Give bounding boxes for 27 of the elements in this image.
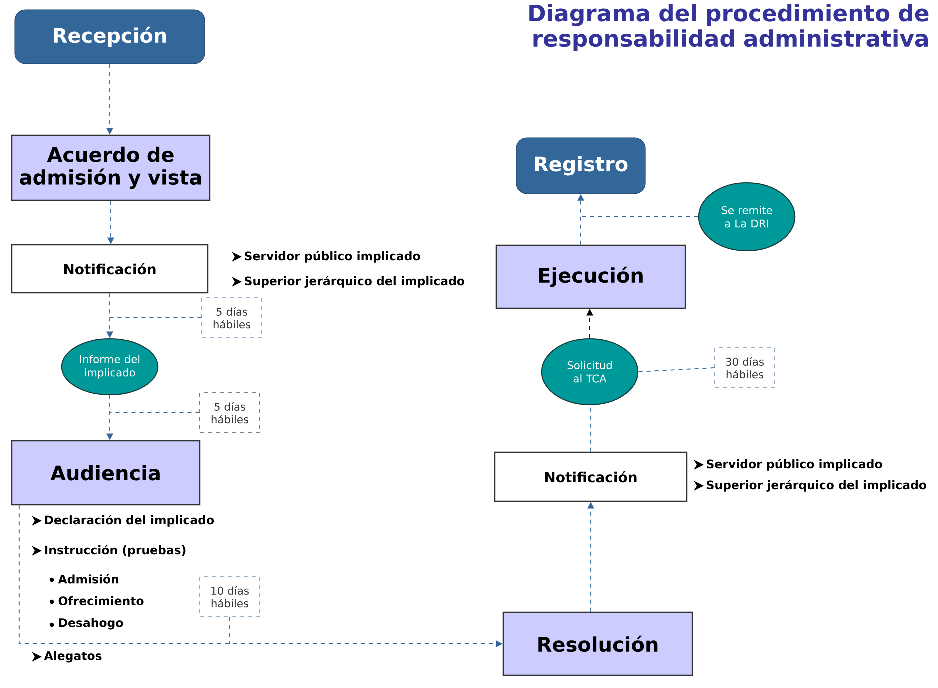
process-box: Resolución (502, 612, 694, 676)
leader-line (638, 368, 716, 372)
note-box: 30 días hábiles (714, 348, 776, 388)
list-item: Servidor público implicado (694, 459, 882, 471)
list-item: Servidor público implicado (232, 251, 420, 263)
list-item: Alegatos (32, 651, 102, 663)
list-item: Desahogo (50, 618, 124, 630)
list-item: Superior jerárquico del implicado (694, 480, 926, 492)
process-box: Ejecución (496, 244, 686, 310)
note-box: 10 días hábiles (200, 576, 260, 618)
connector-line (590, 405, 592, 452)
leader-line (580, 216, 699, 218)
process-box: Notificación (11, 244, 209, 294)
list-item: Superior jerárquico del implicado (232, 276, 464, 288)
list-item: Admisión (50, 574, 119, 584)
title: Diagrama del procedimiento de responsabilidad administrativa (530, 4, 929, 52)
list-item: Declaración del implicado (32, 515, 214, 527)
note-box: 5 días hábiles (200, 392, 260, 434)
terminal-box: Registro (516, 138, 646, 194)
process-box: Acuerdo de admisión y vista (11, 134, 211, 202)
note-box: 5 días hábiles (202, 298, 262, 338)
process-box: Notificación (494, 452, 688, 502)
list-item: Ofrecimiento (50, 596, 144, 606)
process-box: Audiencia (11, 440, 201, 506)
leader-line (110, 412, 200, 414)
list-item: Instrucción (pruebas) (32, 545, 186, 557)
terminal-box: Recepción (14, 10, 206, 64)
